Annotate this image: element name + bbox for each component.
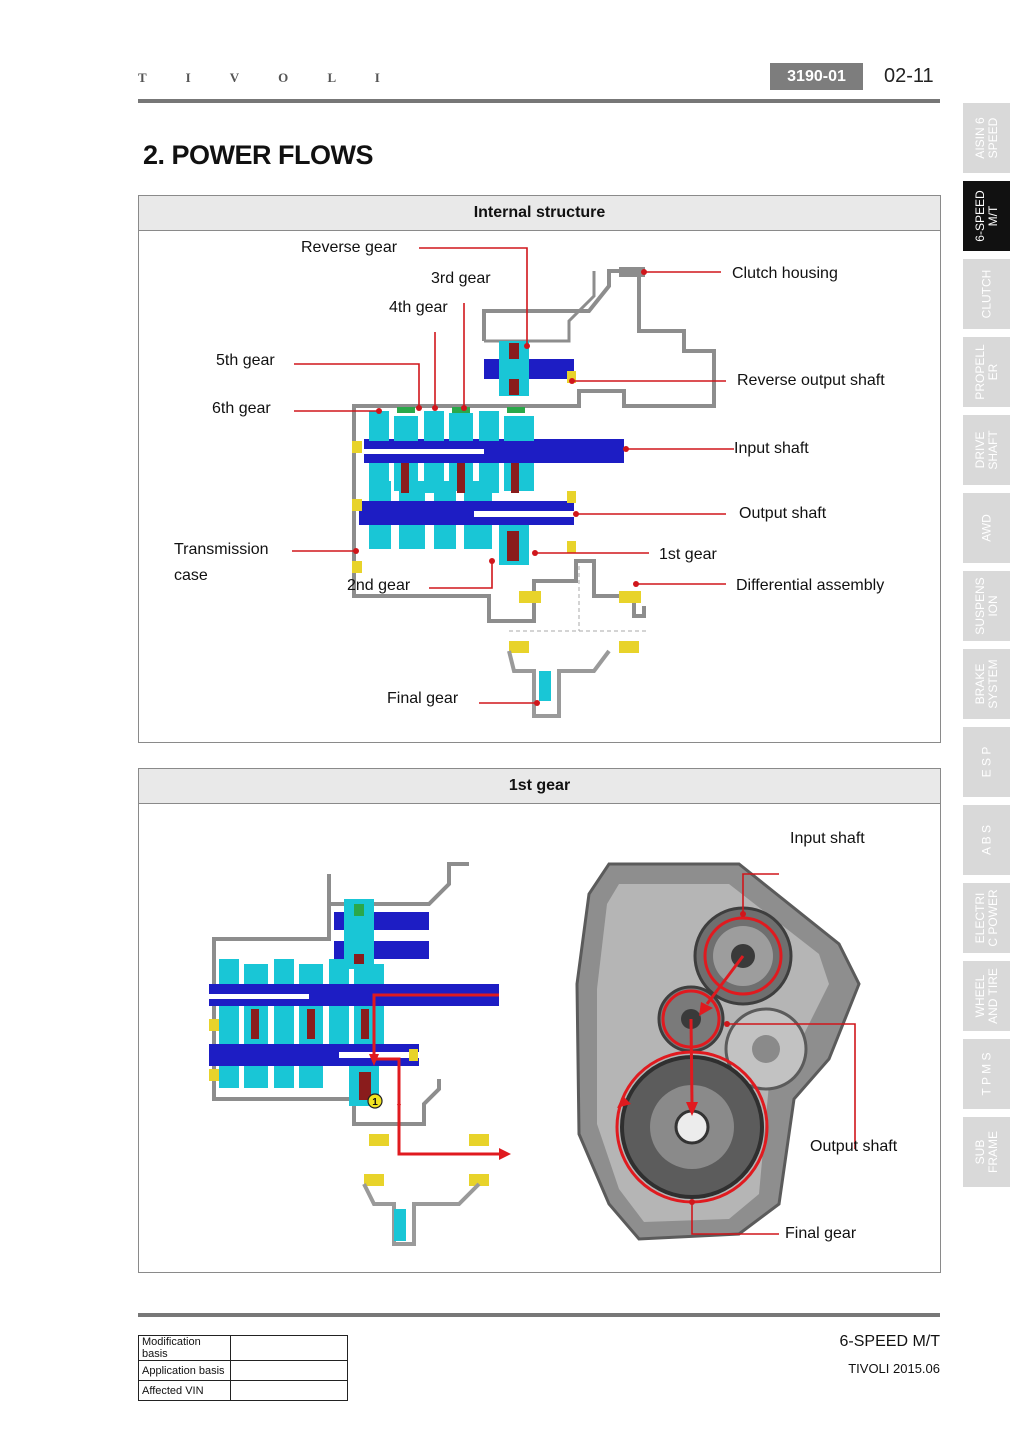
first-gear-power-flow: 1 bbox=[209, 862, 861, 1246]
footer-divider bbox=[138, 1313, 940, 1317]
revision-key: Affected VIN bbox=[138, 1380, 231, 1401]
label-2nd-gear: 2nd gear bbox=[347, 577, 411, 594]
table-row: Affected VIN bbox=[138, 1380, 348, 1401]
label-4th-gear: 4th gear bbox=[389, 299, 448, 316]
internal-structure-figure: Reverse gear 3rd gear 4th gear 5th gear … bbox=[139, 231, 940, 742]
tab-wheel-and-tire[interactable]: WHEEL AND TIRE bbox=[963, 961, 1010, 1031]
brand-logo: T I V O L I bbox=[138, 70, 398, 85]
header-divider bbox=[138, 99, 940, 103]
tab-abs[interactable]: A B S bbox=[963, 805, 1010, 875]
gearbox-photo bbox=[575, 862, 861, 1241]
panel-heading: 1st gear bbox=[139, 769, 940, 804]
tab-aisin-6-speed[interactable]: AISIN 6 SPEED bbox=[963, 103, 1010, 173]
tab-6-speed-mt[interactable]: 6-SPEED M/T bbox=[963, 181, 1010, 251]
tab-brake-system[interactable]: BRAKE SYSTEM bbox=[963, 649, 1010, 719]
revision-key: Application basis bbox=[138, 1360, 231, 1381]
label-differential-assembly: Differential assembly bbox=[736, 577, 885, 594]
revision-table: Modification basis Application basis Aff… bbox=[138, 1335, 348, 1401]
internal-structure-panel: Internal structure bbox=[138, 195, 941, 743]
tab-drive-shaft[interactable]: DRIVE SHAFT bbox=[963, 415, 1010, 485]
label-final-gear: Final gear bbox=[387, 690, 459, 707]
label-1st-gear: 1st gear bbox=[659, 546, 717, 563]
first-gear-panel: 1st gear bbox=[138, 768, 941, 1273]
label-reverse-gear: Reverse gear bbox=[301, 239, 398, 256]
first-gear-schematic: 1 bbox=[209, 862, 511, 1246]
label-transmission-case-1: Transmission bbox=[174, 541, 269, 558]
tab-suspension[interactable]: SUSPENS ION bbox=[963, 571, 1010, 641]
label-output-shaft-photo: Output shaft bbox=[810, 1138, 898, 1155]
section-code-badge: 3190-01 bbox=[770, 63, 863, 90]
label-input-shaft: Input shaft bbox=[734, 440, 809, 457]
label-clutch-housing: Clutch housing bbox=[732, 265, 838, 282]
revision-value bbox=[230, 1380, 348, 1401]
label-3rd-gear: 3rd gear bbox=[431, 270, 491, 287]
label-final-gear-photo: Final gear bbox=[785, 1225, 857, 1242]
table-row: Modification basis bbox=[138, 1335, 348, 1361]
revision-value bbox=[230, 1360, 348, 1381]
label-reverse-output-shaft: Reverse output shaft bbox=[737, 372, 885, 389]
tab-awd[interactable]: AWD bbox=[963, 493, 1010, 563]
transmission-cross-section bbox=[292, 247, 734, 718]
panel-heading: Internal structure bbox=[139, 196, 940, 231]
label-transmission-case-2: case bbox=[174, 567, 208, 584]
tab-sub-frame[interactable]: SUB FRAME bbox=[963, 1117, 1010, 1187]
tab-esp[interactable]: E S P bbox=[963, 727, 1010, 797]
tab-tpms[interactable]: T P M S bbox=[963, 1039, 1010, 1109]
revision-key: Modification basis bbox=[138, 1335, 231, 1361]
tab-propeller[interactable]: PROPELL ER bbox=[963, 337, 1010, 407]
revision-value bbox=[230, 1335, 348, 1361]
gear-stage-marker: 1 bbox=[372, 1097, 378, 1108]
footer-model: TIVOLI 2015.06 bbox=[848, 1361, 940, 1376]
tab-clutch[interactable]: CLUTCH bbox=[963, 259, 1010, 329]
table-row: Application basis bbox=[138, 1360, 348, 1381]
first-gear-figure: 1 bbox=[139, 804, 940, 1272]
label-output-shaft: Output shaft bbox=[739, 505, 827, 522]
footer-section-name: 6-SPEED M/T bbox=[839, 1333, 940, 1350]
page-number: 02-11 bbox=[884, 65, 934, 87]
label-input-shaft-photo: Input shaft bbox=[790, 830, 865, 847]
page-title: 2. POWER FLOWS bbox=[143, 140, 374, 170]
label-5th-gear: 5th gear bbox=[216, 352, 275, 369]
chapter-tabs: AISIN 6 SPEED 6-SPEED M/T CLUTCH PROPELL… bbox=[963, 103, 1010, 1195]
tab-electric-power[interactable]: ELECTRI C POWER bbox=[963, 883, 1010, 953]
label-6th-gear: 6th gear bbox=[212, 400, 271, 417]
